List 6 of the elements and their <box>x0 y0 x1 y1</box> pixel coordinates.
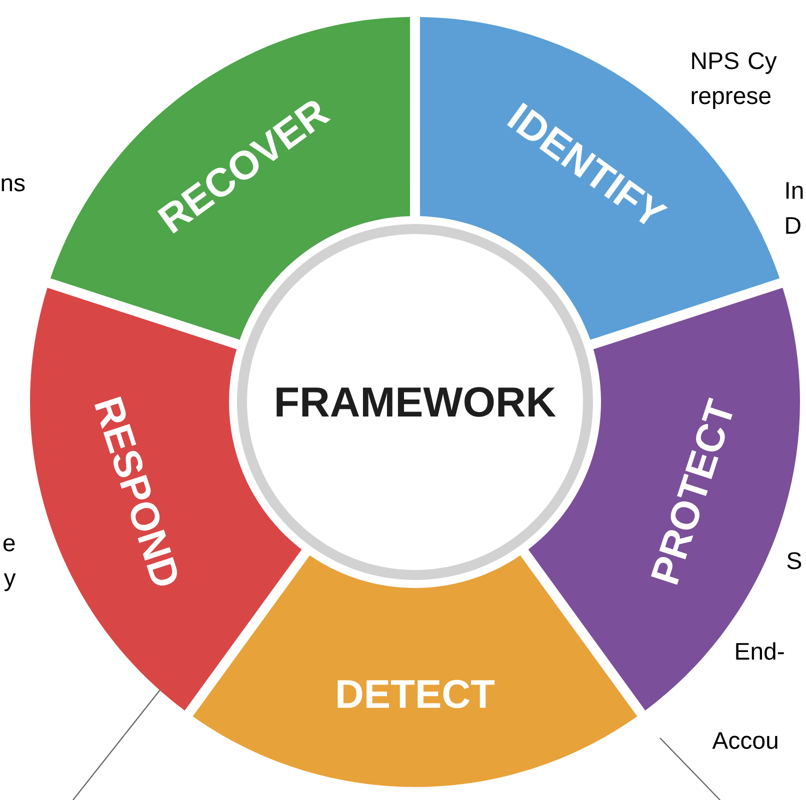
wheel-segment: DETECT <box>192 555 638 787</box>
side-text: NPS Cy represe <box>692 52 777 109</box>
side-text: ns <box>2 178 25 192</box>
side-text: S <box>787 552 802 570</box>
side-text: End- <box>736 642 784 660</box>
side-text: In D <box>786 182 803 234</box>
